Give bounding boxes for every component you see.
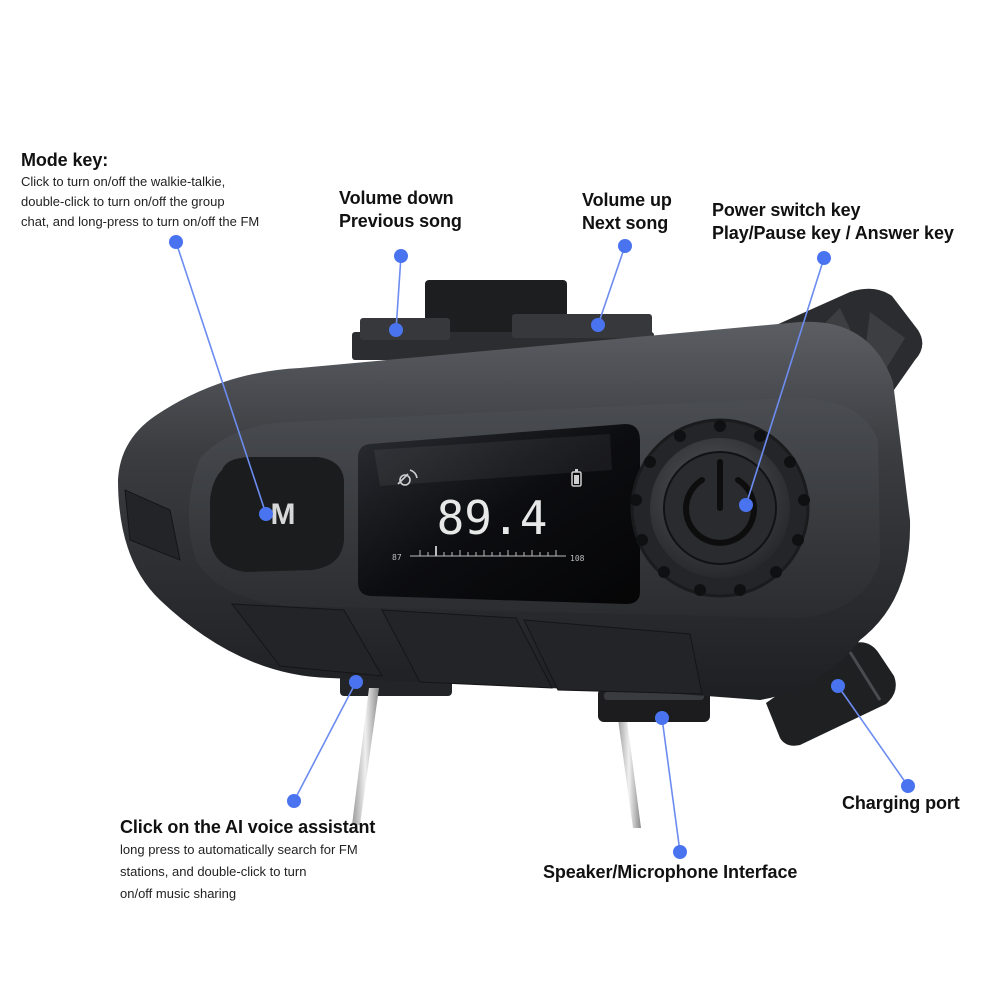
mode-key-desc-line-3: chat, and long-press to turn on/off the … xyxy=(21,214,260,229)
charging-port-plug xyxy=(766,642,896,746)
callout-ai-voice: Click on the AI voice assistant long pre… xyxy=(120,816,375,905)
dot-speaker-mic-label xyxy=(673,845,687,859)
dot-volume-down-target xyxy=(389,323,403,337)
dot-volume-up-label xyxy=(618,239,632,253)
dot-ai-voice-target xyxy=(349,675,363,689)
power-switch-title: Power switch key xyxy=(712,200,861,220)
leader-lines xyxy=(175,241,909,853)
tuning-scale xyxy=(410,546,566,557)
dot-power-label xyxy=(817,251,831,265)
speaker-mic-connector xyxy=(598,688,710,722)
antenna-left xyxy=(352,688,379,825)
power-knob xyxy=(630,418,810,598)
speaker-mic-title: Speaker/Microphone Interface xyxy=(543,862,798,882)
ai-voice-desc-line-2: stations, and double-click to turn xyxy=(120,864,307,879)
lcd-display: 89.4 87 xyxy=(358,424,640,604)
ai-voice-desc-line-3: on/off music sharing xyxy=(120,886,237,901)
dot-mode-key-target xyxy=(259,507,273,521)
mode-key-glyph: M xyxy=(271,498,296,531)
dot-charging-label xyxy=(901,779,915,793)
dot-volume-up-target xyxy=(591,318,605,332)
leader-power xyxy=(745,257,825,506)
leader-speaker-mic xyxy=(661,717,681,853)
ai-voice-title: Click on the AI voice assistant xyxy=(120,817,376,837)
satellite-signal-icon xyxy=(397,469,418,486)
play-pause-answer-title: Play/Pause key / Answer key xyxy=(712,223,954,243)
power-icon xyxy=(683,459,757,546)
body-facets xyxy=(124,489,703,695)
dot-power-target xyxy=(739,498,753,512)
scale-min-label: 87 xyxy=(392,553,402,562)
mode-key-desc-line-2: double-click to turn on/off the group xyxy=(21,194,225,209)
ai-voice-desc-line-1: long press to automatically search for F… xyxy=(120,842,358,857)
callout-volume-up: Volume up Next song xyxy=(582,189,672,235)
mode-key-title: Mode key: xyxy=(21,150,109,170)
leader-mode-key xyxy=(175,241,267,515)
previous-song-title: Previous song xyxy=(339,211,462,231)
leader-volume-up xyxy=(597,245,626,326)
dot-charging-target xyxy=(831,679,845,693)
antenna-right xyxy=(617,712,641,828)
dot-ai-voice-label xyxy=(287,794,301,808)
callout-dots xyxy=(169,235,915,859)
callout-mode-key: Mode key: Click to turn on/off the walki… xyxy=(21,149,259,232)
volume-up-title: Volume up xyxy=(582,190,672,210)
frequency-readout: 89.4 xyxy=(437,491,548,545)
battery-icon xyxy=(571,469,582,487)
leader-charging xyxy=(837,685,909,787)
next-song-title: Next song xyxy=(582,213,669,233)
callout-speaker-mic: Speaker/Microphone Interface xyxy=(543,861,797,884)
mode-key-desc-line-1: Click to turn on/off the walkie-talkie, xyxy=(21,174,226,189)
dot-mode-key-label xyxy=(169,235,183,249)
dot-volume-down-label xyxy=(394,249,408,263)
charging-port-title: Charging port xyxy=(842,793,960,813)
callout-charging: Charging port xyxy=(842,792,960,815)
volume-down-title: Volume down xyxy=(339,188,454,208)
mode-key: M xyxy=(210,457,344,572)
scale-max-label: 108 xyxy=(570,554,585,563)
callout-power: Power switch key Play/Pause key / Answer… xyxy=(712,199,954,245)
leader-ai-voice xyxy=(293,681,357,802)
callout-volume-down: Volume down Previous song xyxy=(339,187,462,233)
leader-volume-down xyxy=(395,255,402,331)
dot-speaker-mic-target xyxy=(655,711,669,725)
